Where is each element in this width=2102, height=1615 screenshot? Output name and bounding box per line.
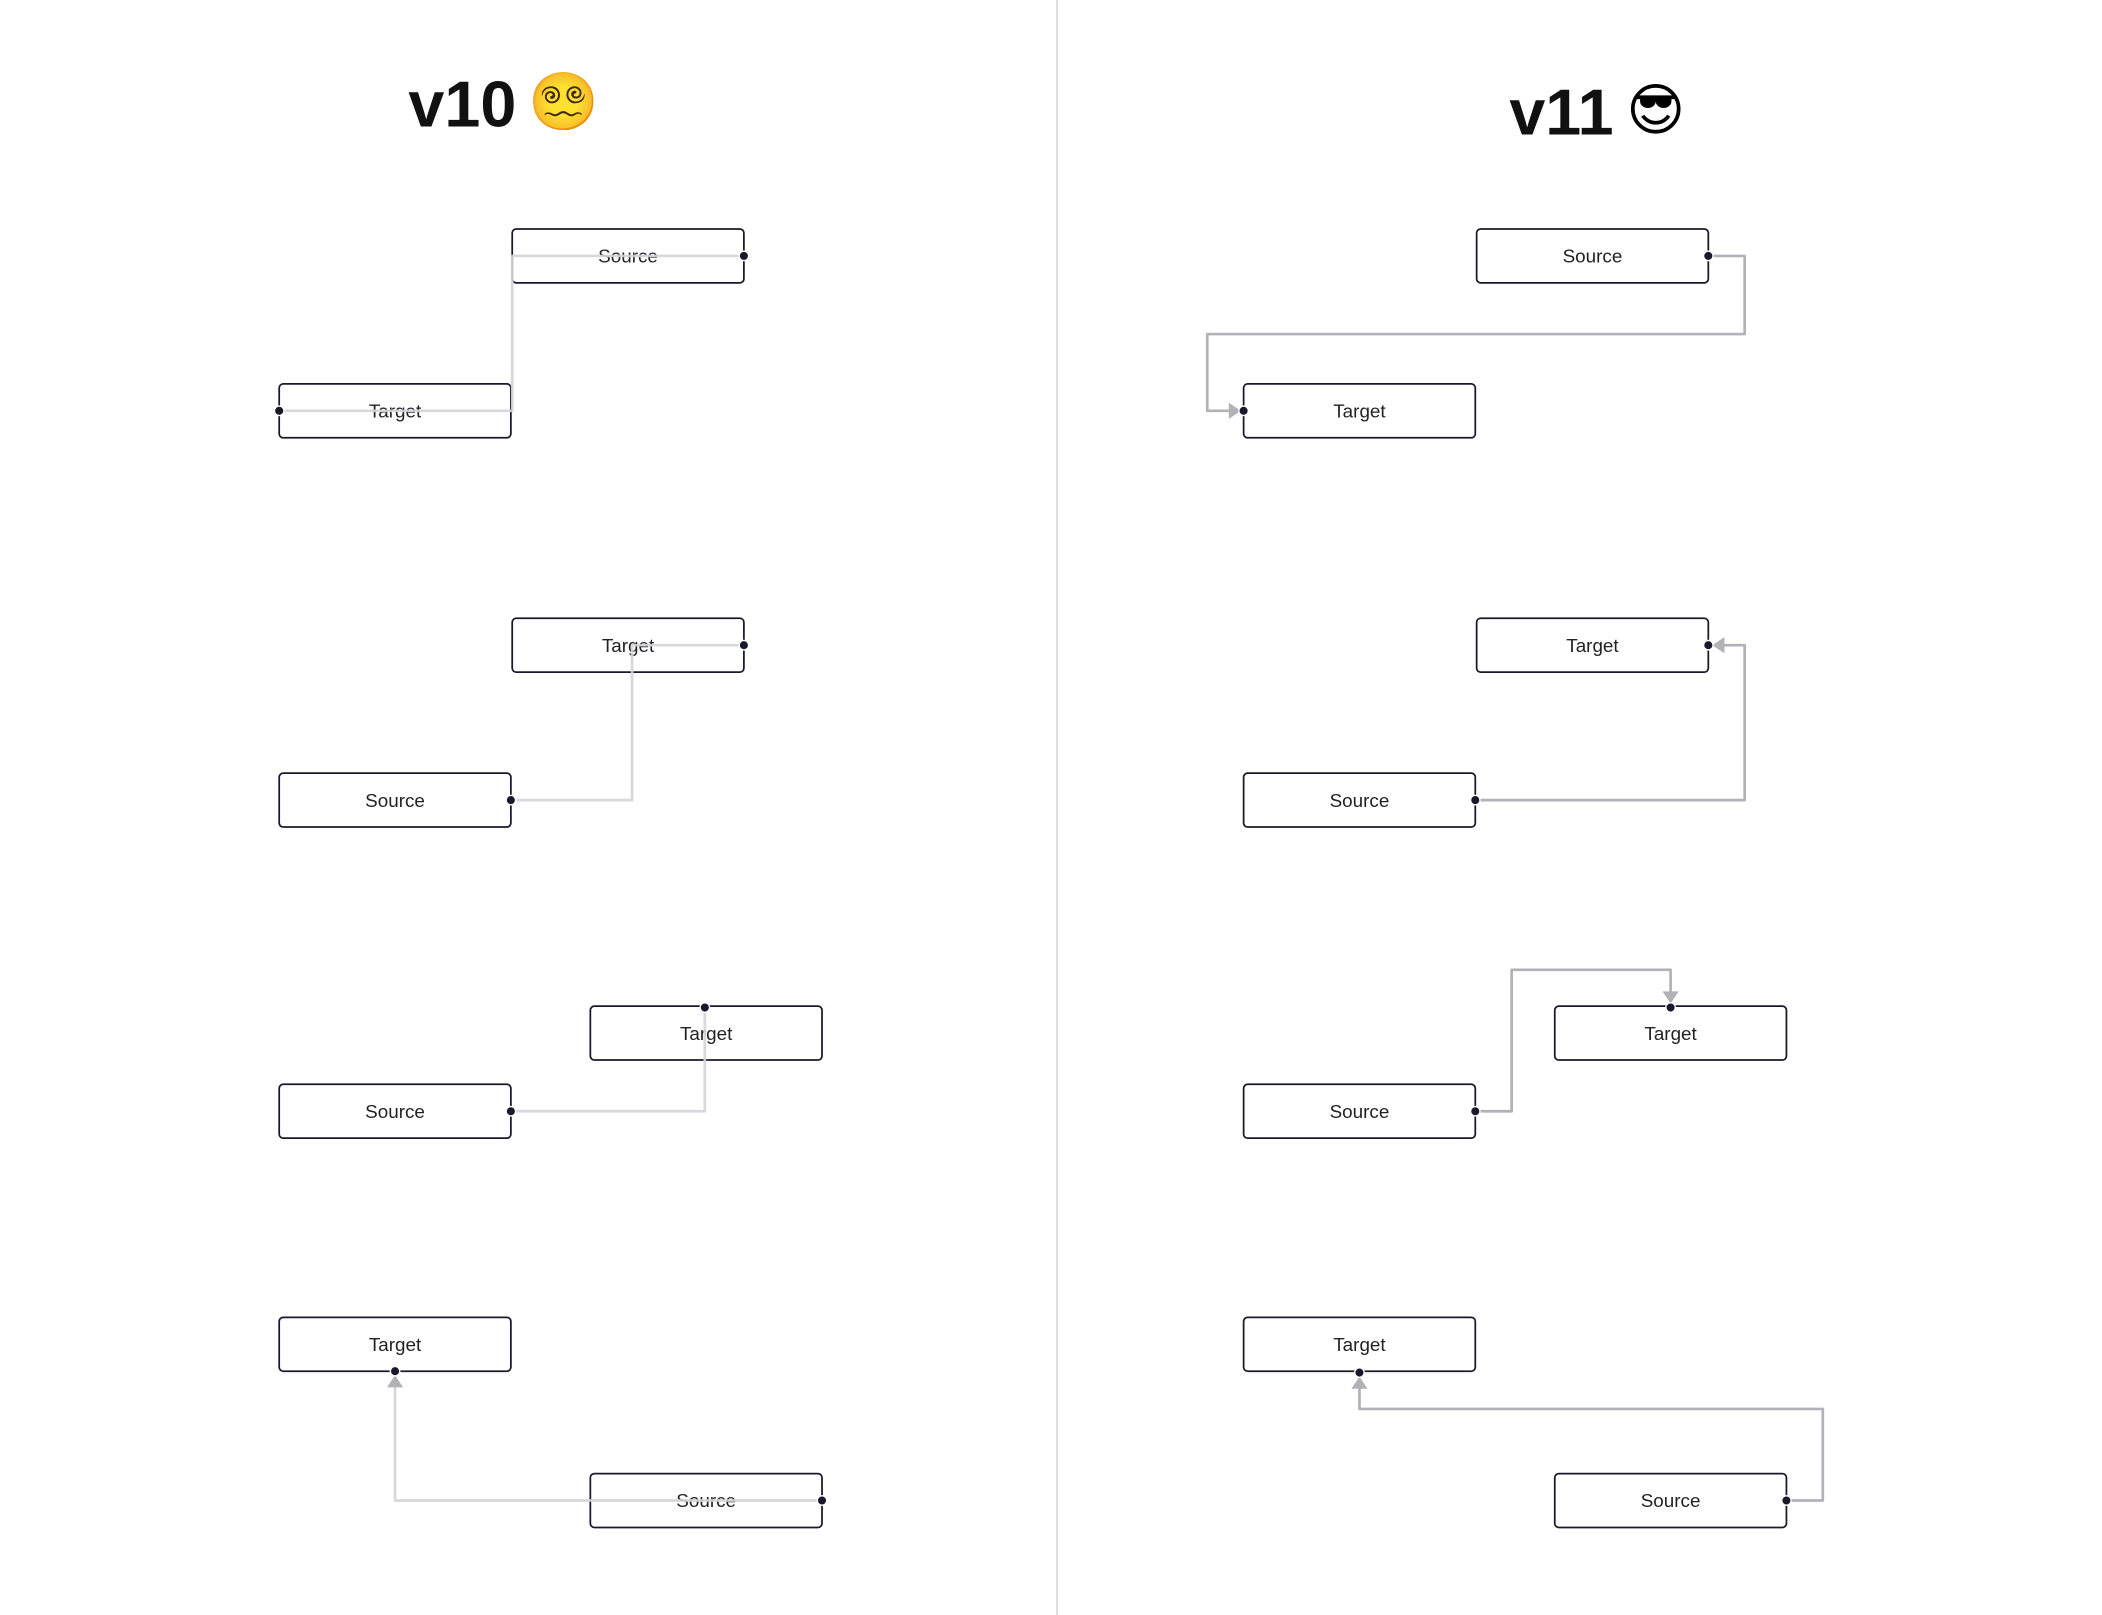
v11-example-4-target-node[interactable]: Target: [1242, 1316, 1477, 1373]
v10-example-2-edge[interactable]: [510, 643, 744, 802]
v10-example-3-source-node-label: Source: [365, 1101, 425, 1122]
arrow-head-icon: [1712, 637, 1725, 654]
v10-example-4-edge[interactable]: [386, 1375, 823, 1502]
arrow-head-icon: [1662, 991, 1679, 1004]
v11-example-3-target-node-label: Target: [1644, 1023, 1697, 1044]
v11-example-1-edge[interactable]: [1205, 254, 1747, 419]
v11-example-4-target-node-label: Target: [1333, 1334, 1386, 1355]
v10-example-3-source-node[interactable]: Source: [278, 1083, 512, 1140]
v11-example-4-edge[interactable]: [1351, 1376, 1825, 1502]
face-with-spiral-eyes-icon: 😵‍💫: [528, 69, 598, 135]
panel-title-v10: v10: [408, 68, 516, 141]
arrow-head-icon: [386, 1375, 404, 1388]
v11-example-2-source-node[interactable]: Source: [1242, 772, 1477, 828]
v10-example-2-target-node[interactable]: Target: [511, 617, 745, 674]
source-handle[interactable]: [816, 1495, 828, 1506]
target-handle[interactable]: [1702, 639, 1714, 651]
target-handle[interactable]: [273, 405, 285, 417]
edge-path[interactable]: [393, 1376, 823, 1502]
source-handle[interactable]: [505, 1105, 517, 1117]
target-handle[interactable]: [1665, 1002, 1676, 1013]
source-handle[interactable]: [505, 794, 517, 806]
v10-example-2-source-node-label: Source: [365, 790, 425, 811]
edge-path[interactable]: [510, 1007, 707, 1113]
target-handle[interactable]: [389, 1365, 401, 1377]
edge-path[interactable]: [510, 643, 744, 802]
panel-title-v11: v11: [1509, 76, 1613, 149]
v10-example-4-target-node-label: Target: [369, 1334, 422, 1355]
arrow-head-icon: [1351, 1376, 1368, 1389]
v10-example-3-target-node-label: Target: [680, 1023, 733, 1044]
arrow-head-icon: [1228, 402, 1241, 419]
target-handle[interactable]: [699, 1002, 711, 1013]
v11-example-1-target-node[interactable]: Target: [1242, 383, 1477, 439]
v11-example-2-source-node-label: Source: [1330, 790, 1390, 811]
v10-example-4-target-node[interactable]: Target: [278, 1316, 512, 1373]
edge-path[interactable]: [1475, 968, 1672, 1113]
v11-example-2-target-node-label: Target: [1566, 635, 1619, 656]
edge-path[interactable]: [1475, 643, 1747, 802]
target-handle[interactable]: [738, 639, 750, 651]
v10-example-2-source-node[interactable]: Source: [278, 772, 512, 828]
v11-example-3-target-node[interactable]: Target: [1553, 1005, 1788, 1061]
v11-example-1-target-node-label: Target: [1333, 401, 1386, 422]
edge-path[interactable]: [279, 254, 744, 413]
v11-example-3-source-node[interactable]: Source: [1242, 1083, 1477, 1140]
v10-example-3-edge[interactable]: [510, 1007, 707, 1113]
v11-example-2-target-node[interactable]: Target: [1475, 617, 1710, 674]
v11-example-2-edge[interactable]: [1475, 637, 1747, 802]
v11-example-3-source-node-label: Source: [1330, 1101, 1390, 1122]
smiling-face-with-sunglasses-icon: 😎: [1626, 77, 1685, 143]
edge-path[interactable]: [1358, 1381, 1825, 1502]
source-handle[interactable]: [1781, 1495, 1792, 1506]
source-handle[interactable]: [1469, 794, 1481, 806]
target-handle[interactable]: [1354, 1367, 1365, 1378]
source-handle[interactable]: [738, 250, 750, 262]
v11-example-3-edge[interactable]: [1475, 968, 1679, 1113]
source-handle[interactable]: [1469, 1105, 1481, 1117]
v10-example-2-target-node-label: Target: [602, 635, 655, 656]
v11-example-1-source-node[interactable]: Source: [1475, 228, 1710, 284]
v11-example-4-source-node[interactable]: Source: [1553, 1472, 1788, 1529]
target-handle[interactable]: [1238, 405, 1250, 417]
edge-path[interactable]: [1205, 254, 1747, 413]
v11-example-4-source-node-label: Source: [1641, 1490, 1701, 1511]
source-handle[interactable]: [1702, 250, 1714, 262]
v11-example-1-source-node-label: Source: [1563, 246, 1623, 267]
v10-example-1-edge[interactable]: [279, 254, 744, 413]
